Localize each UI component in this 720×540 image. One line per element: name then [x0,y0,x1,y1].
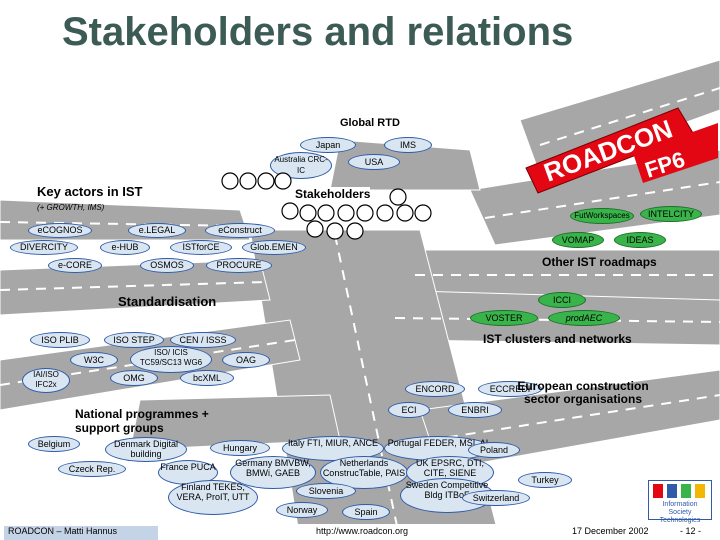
road-top-right [519,59,720,176]
node-osmos: OSMOS [140,258,194,273]
node-iso-plib: ISO PLIB [30,332,90,348]
node-slovenia: Slovenia [296,483,356,499]
node-belgium: Belgium [28,436,80,452]
node-icci: ICCI [538,292,586,308]
node-enbri: ENBRI [448,402,502,418]
roadcon-sign: ROADCON FP6 [525,107,718,194]
node-iai-iso: IAI/ISO IFC2x [22,368,70,393]
node-encord: ENCORD [405,381,465,397]
node-w3c: W3C [70,352,118,368]
key-actors-heading: Key actors in IST [37,184,143,199]
european-orgs-heading: European construction sector organisatio… [517,379,649,406]
node-switzerland: Switzerland [462,490,530,506]
node-econstruct: eConstruct [205,223,275,238]
national-heading: National programmes + support groups [75,407,209,435]
node-eccredi: ECCREDI [478,381,542,397]
node-poland: Poland [468,442,520,458]
footer-author: ROADCON – Matti Hannus [4,526,158,540]
node-iso-step: ISO STEP [104,332,164,348]
footer-url[interactable]: http://www.roadcon.org [316,526,409,536]
page-title: Stakeholders and relations [62,10,574,54]
node-eci: ECI [388,402,430,418]
ist-logo-graphic [653,484,705,498]
node-bcxml: bcXML [180,370,234,386]
node-omg: OMG [110,370,158,386]
ist-logo: Information Society Technologies [648,480,712,524]
node-spain: Spain [342,504,390,520]
node-norway: Norway [276,502,328,518]
node-voster: VOSTER [470,310,538,326]
node-elegal: e.LEGAL [128,223,186,238]
node-intelcity: INTELCITY [640,206,702,222]
footer-date: 17 December 2002 [572,526,649,536]
footer-page: - 12 - [680,526,702,536]
node-germany: Germany BMVBW, BMWi, GAEB [230,456,316,489]
node-procure: PROCURE [206,258,272,273]
node-usa: USA [348,154,400,170]
other-roadmaps-heading: Other IST roadmaps [542,255,657,269]
node-ideas: IDEAS [614,232,666,248]
node-istforce: ISTforCE [170,240,232,255]
node-prodaec: prodAEC [548,310,620,326]
node-italy: Italy FTI, MIUR, ANCE [282,436,384,461]
ist-logo-text: Information Society Technologies [659,501,701,524]
iso-icis-label: ISO/ ICIS [154,348,188,357]
node-denmark: Denmark Digital building [105,437,187,462]
clusters-heading: IST clusters and networks [483,332,632,346]
standardisation-heading: Standardisation [118,294,217,309]
node-ecore: e-CORE [48,258,102,273]
stakeholder-faces [221,172,432,240]
node-divercity: DIVERCITY [10,240,78,255]
node-oag: OAG [222,352,270,368]
node-hungary: Hungary [210,440,270,456]
node-japan: Japan [300,137,356,153]
footer-bar [0,524,720,540]
node-turkey: Turkey [518,472,572,488]
stakeholders-heading: Stakeholders [295,187,371,201]
node-ehub: e-HUB [100,240,150,255]
node-vomap: VOMAP [552,232,604,248]
tc59-label: TC59/SC13 WG6 [139,358,203,367]
node-globemen: Glob.EMEN [242,240,306,255]
node-futworkspaces: FutWorkspaces [570,208,634,224]
node-finland: Finland TEKES, VERA, ProIT, UTT [168,480,258,515]
node-czech: Czeck Rep. [58,461,126,477]
node-cen-isss: CEN / ISSS [170,332,236,348]
node-ims: IMS [384,137,432,153]
node-ecognos: eCOGNOS [28,223,92,238]
key-actors-subheading: (+ GROWTH, IMS) [37,203,105,212]
global-rtd-heading: Global RTD [340,117,400,129]
